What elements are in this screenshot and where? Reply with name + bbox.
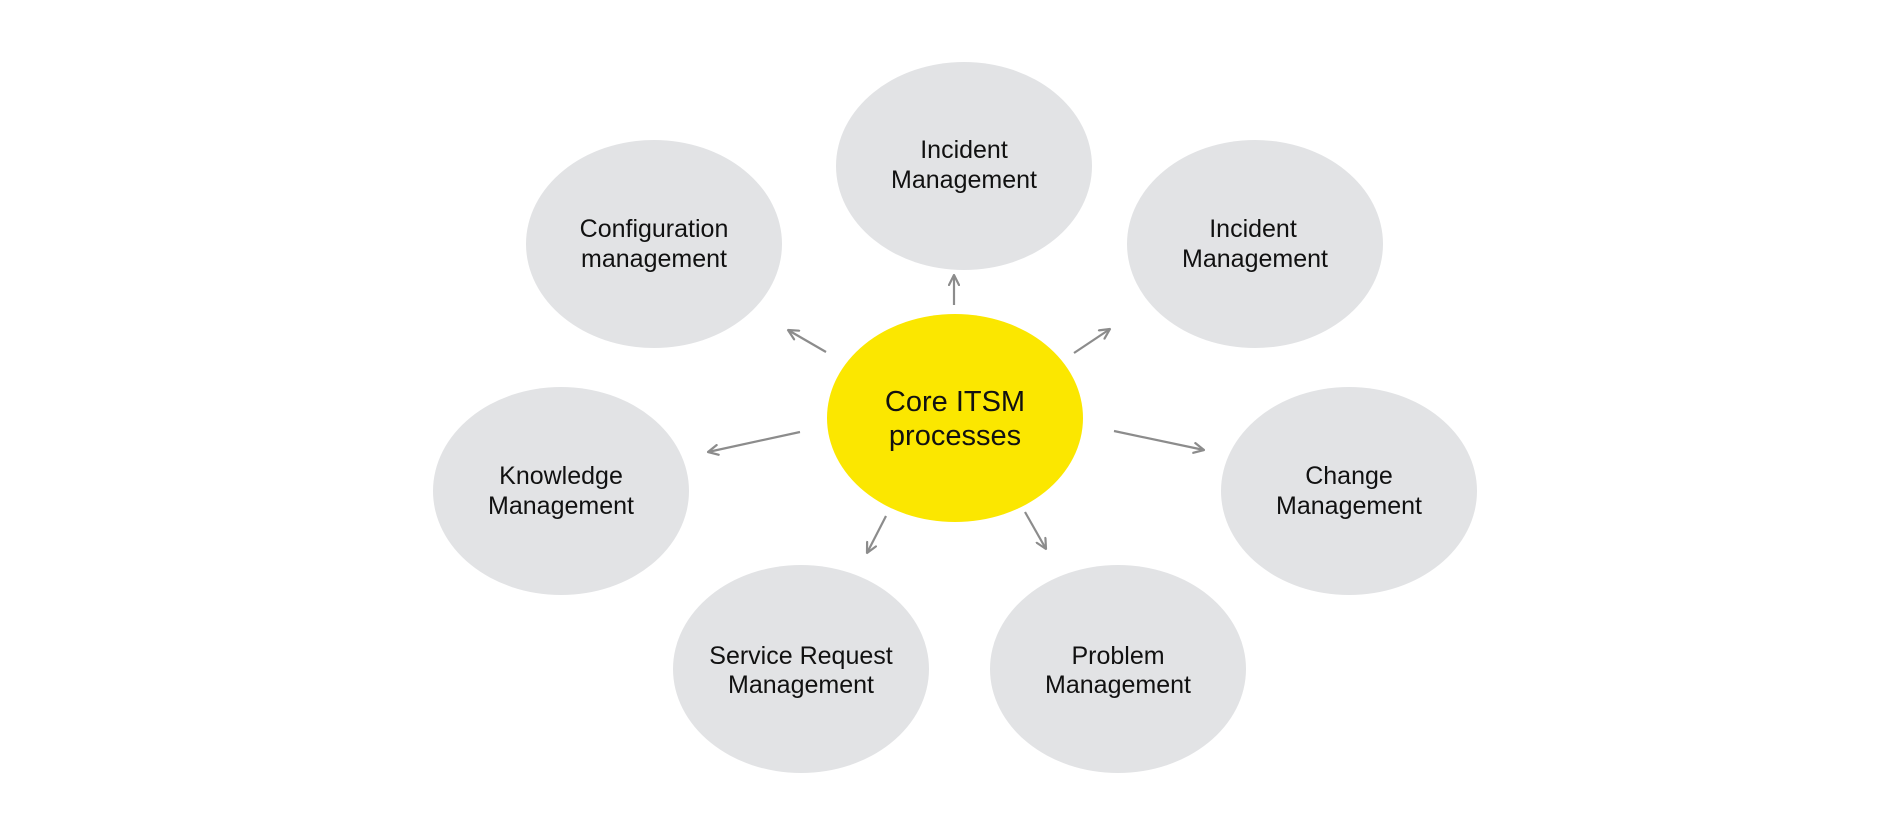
node-label: Management (728, 671, 874, 699)
node-ellipse (990, 565, 1246, 773)
node-label: Management (1182, 245, 1328, 273)
node-ellipse (526, 140, 782, 348)
node-label: Service Request (709, 642, 892, 670)
node-label: Configuration (580, 215, 729, 243)
arrow-to-service-request-management (867, 515, 887, 553)
node-label: Incident (1209, 215, 1297, 243)
node-problem-management: Problem Management (990, 565, 1246, 773)
node-ellipse (673, 565, 929, 773)
node-ellipse (1221, 387, 1477, 595)
node-label: Knowledge (499, 462, 623, 490)
node-incident-management-top: Incident Management (836, 62, 1092, 270)
center-node: Core ITSM processes (827, 314, 1083, 522)
arrow-to-incident-management-right (1073, 329, 1110, 354)
arrow-to-knowledge-management (708, 430, 801, 452)
arrow-to-problem-management (1024, 511, 1046, 549)
node-label: Management (891, 166, 1037, 194)
node-configuration-management: Configuration management (526, 140, 782, 348)
center-label: Core ITSM (885, 386, 1025, 418)
node-label: Problem (1071, 642, 1164, 670)
node-knowledge-management: Knowledge Management (433, 387, 689, 595)
node-label: management (581, 245, 727, 273)
node-label: Management (1276, 492, 1422, 520)
node-label: Incident (920, 136, 1008, 164)
node-ellipse (836, 62, 1092, 270)
node-label: Management (1045, 671, 1191, 699)
arrow-to-change-management (1113, 429, 1204, 450)
node-service-request-management: Service Request Management (673, 565, 929, 773)
node-incident-management-right: Incident Management (1127, 140, 1383, 348)
node-ellipse (433, 387, 689, 595)
node-change-management: Change Management (1221, 387, 1477, 595)
arrows (708, 275, 1204, 553)
node-label: Management (488, 492, 634, 520)
arrow-to-configuration-management (788, 330, 827, 353)
node-label: Change (1305, 462, 1393, 490)
center-label: processes (889, 420, 1021, 452)
node-ellipse (1127, 140, 1383, 348)
center-ellipse (827, 314, 1083, 522)
